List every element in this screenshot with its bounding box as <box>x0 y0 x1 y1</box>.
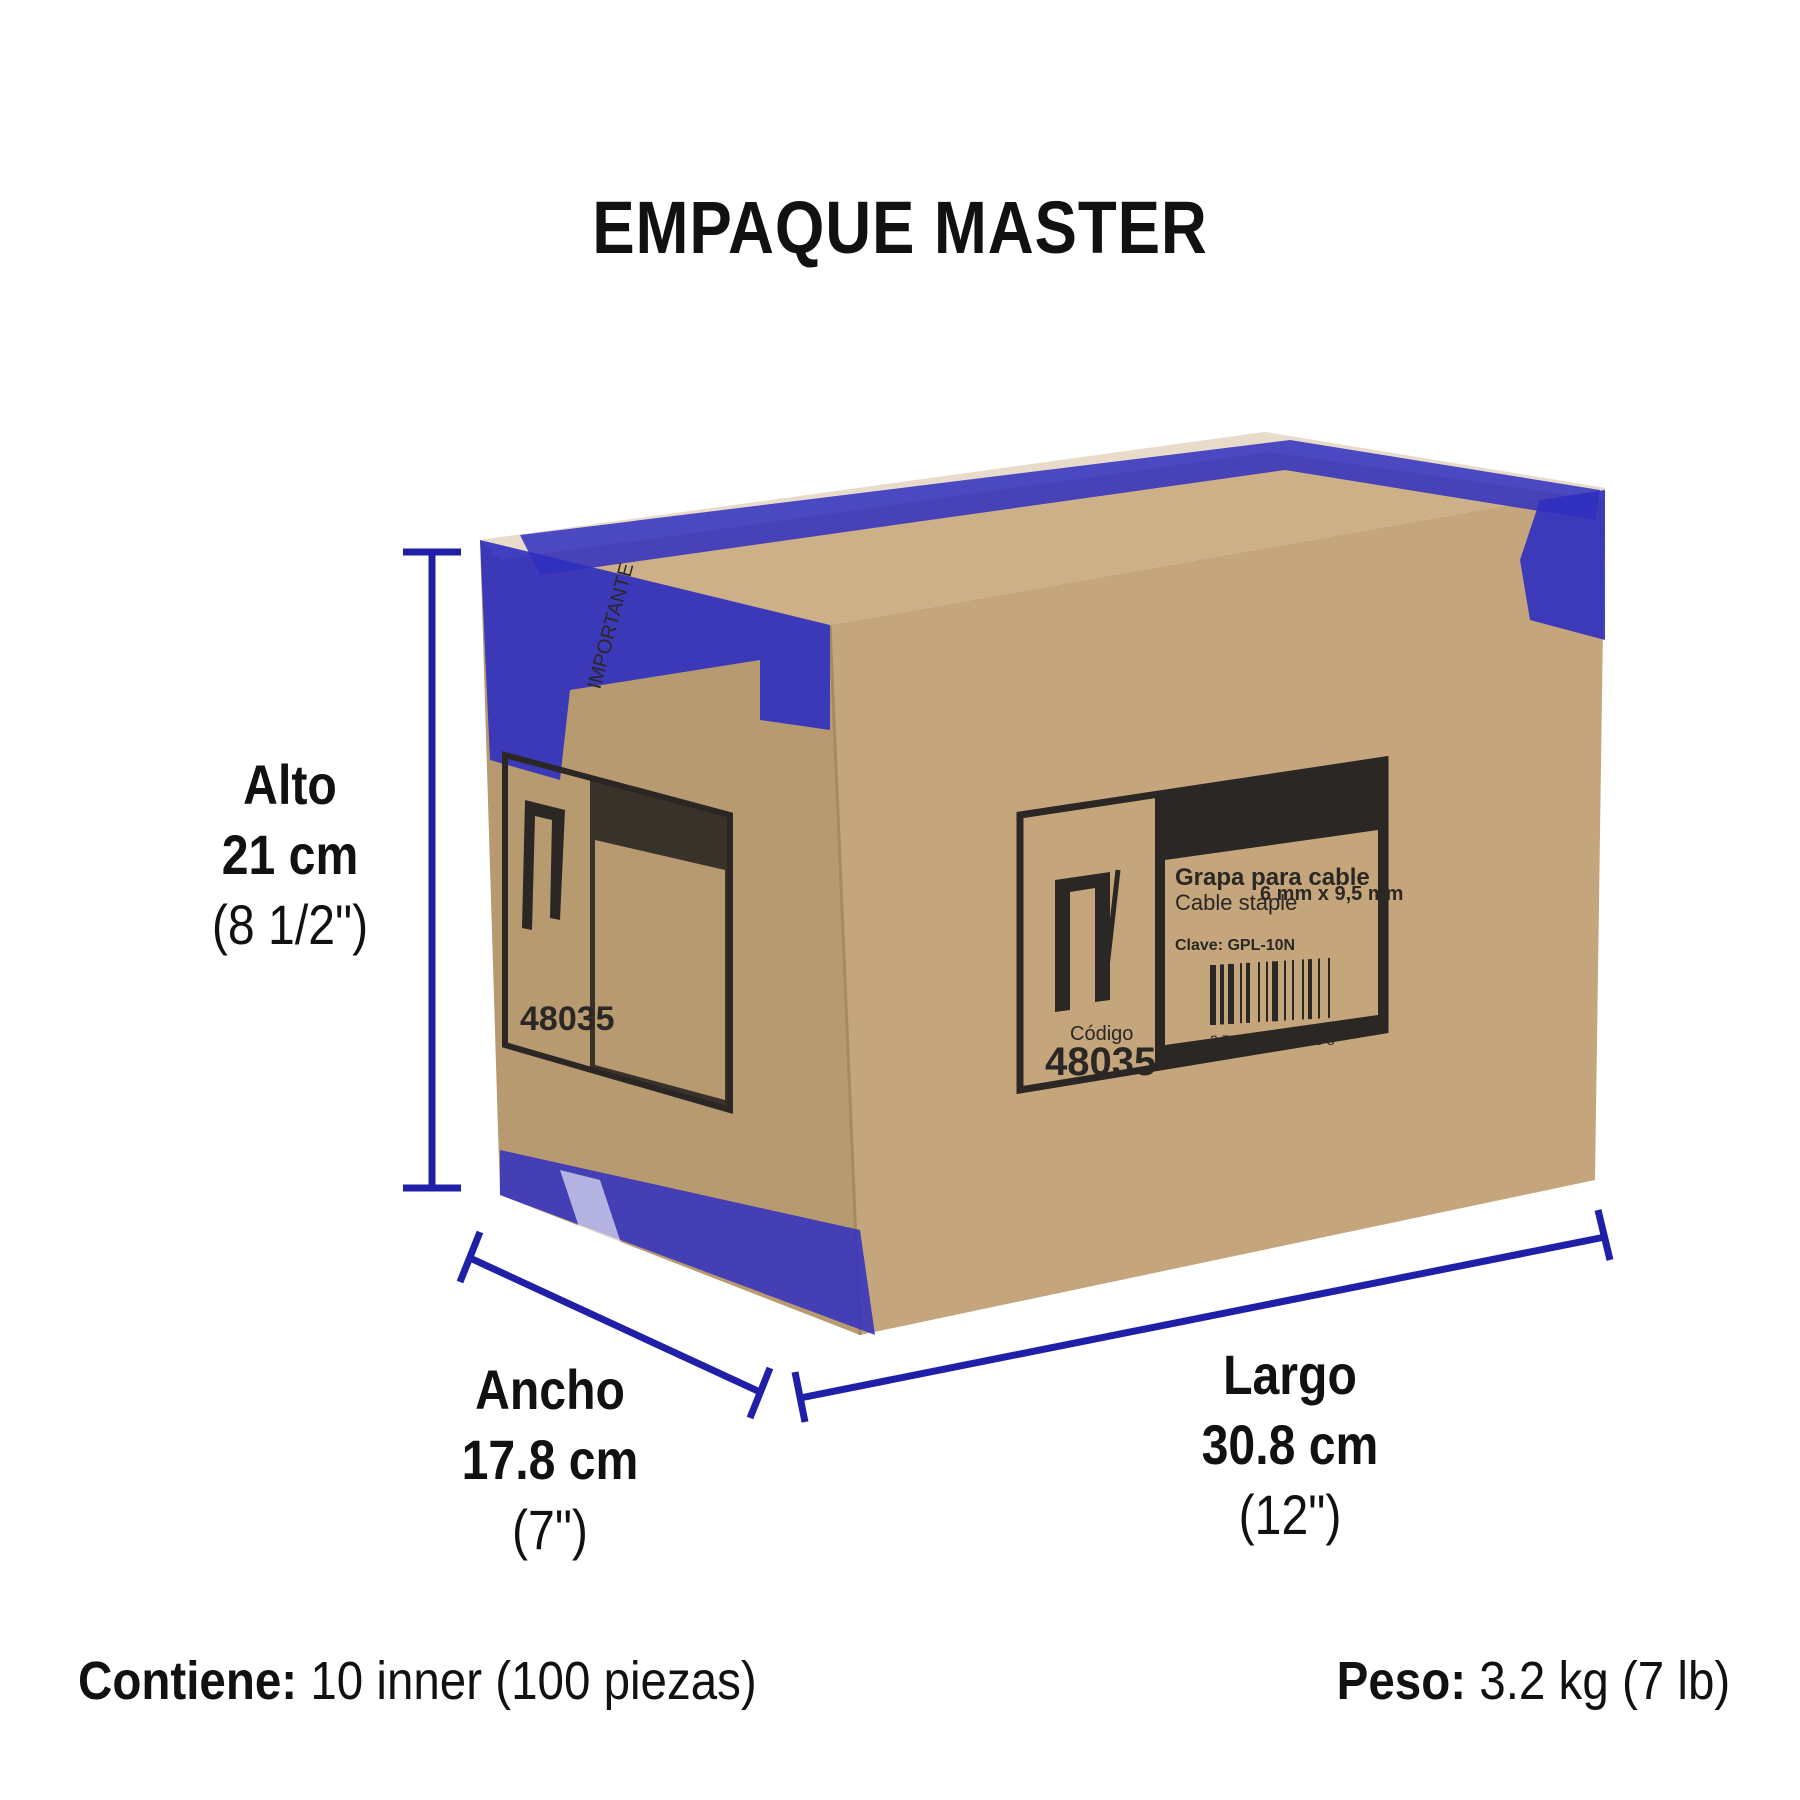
barcode-bar <box>1240 963 1242 1024</box>
barcode-bar <box>1266 961 1268 1022</box>
barcode-bar <box>1272 961 1278 1022</box>
barcode-bar <box>1308 959 1312 1020</box>
barcode-number: 2 75 06240 67885 8 <box>1210 1032 1335 1048</box>
barcode-bar <box>1328 957 1330 1018</box>
weight-label: Peso: <box>1336 1651 1466 1711</box>
barcode-bar <box>1228 963 1234 1024</box>
alto-dimension: Alto 21 cm (8 1/2") <box>178 750 402 960</box>
alto-imperial: (8 1/2") <box>211 893 369 956</box>
barcode-bar <box>1302 959 1304 1020</box>
largo-dimension: Largo 30.8 cm (12") <box>1161 1340 1419 1550</box>
alto-label: Alto <box>243 753 337 816</box>
product-size: 6 mm x 9,5 mm <box>1260 883 1403 905</box>
ancho-dimension: Ancho 17.8 cm (7") <box>421 1355 679 1565</box>
dimension-lines <box>403 548 1614 1423</box>
ancho-label: Ancho <box>475 1358 625 1421</box>
alto-metric: 21 cm <box>221 823 359 886</box>
barcode-bar <box>1318 958 1320 1019</box>
ancho-line <box>468 1254 762 1396</box>
clave-code: Clave: GPL-10N <box>1175 937 1295 954</box>
barcode <box>1210 957 1330 1025</box>
box-front-label: 48035 Código VOLTECK Grapa para cable Ca… <box>1016 755 1403 1095</box>
barcode-bar <box>1292 960 1294 1021</box>
page-title: EMPAQUE MASTER <box>592 186 1208 269</box>
brand-name: VOLTECK <box>1195 796 1318 826</box>
contents-info: Contiene: 10 inner (100 piezas) <box>78 1650 757 1712</box>
codigo-label: Código <box>1070 1023 1133 1045</box>
box-side-label: 48035 <box>502 751 733 1114</box>
product-en: Cable staple <box>1175 890 1297 915</box>
weight-value: 3.2 kg (7 lb) <box>1479 1651 1730 1711</box>
codigo-number-side: 48035 <box>520 1000 615 1038</box>
ancho-metric: 17.8 cm <box>461 1428 639 1491</box>
product-es: Grapa para cable <box>1175 864 1370 891</box>
barcode-bar <box>1246 962 1250 1023</box>
staple-icon-side <box>522 800 565 930</box>
weight-info: Peso: 3.2 kg (7 lb) <box>1336 1650 1730 1712</box>
largo-label: Largo <box>1223 1343 1357 1406</box>
staple-icon <box>1055 872 1110 1012</box>
box-top-face <box>480 432 1605 625</box>
barcode-bar <box>1258 962 1260 1023</box>
ancho-imperial: (7") <box>512 1498 588 1561</box>
barcode-bar <box>1284 960 1286 1021</box>
tape-front-right <box>1520 490 1605 640</box>
largo-metric: 30.8 cm <box>1201 1413 1379 1476</box>
largo-imperial: (12") <box>1238 1483 1342 1546</box>
contents-label: Contiene: <box>78 1651 298 1711</box>
barcode-bar <box>1220 964 1224 1025</box>
tape-side-top <box>480 540 830 780</box>
barcode-bar <box>1210 965 1216 1025</box>
largo-line <box>799 1233 1606 1402</box>
codigo-number: 48035 <box>1045 1040 1156 1084</box>
contents-value: 10 inner (100 piezas) <box>310 1651 757 1711</box>
